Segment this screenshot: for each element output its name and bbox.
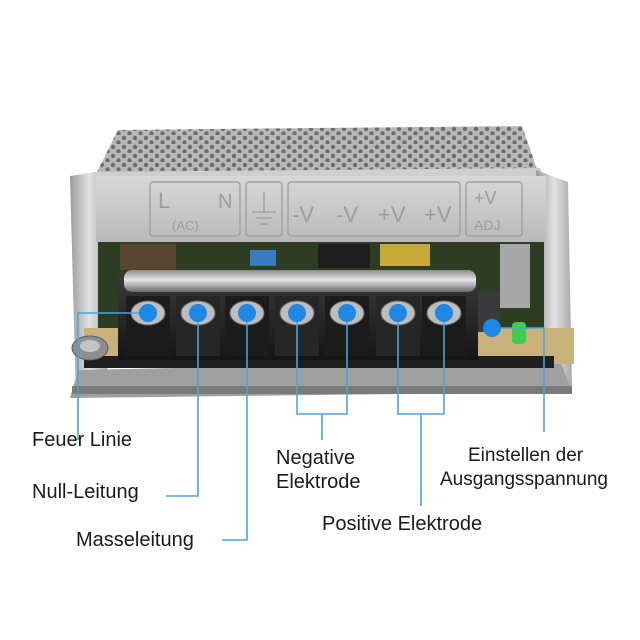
green-led-body bbox=[512, 322, 526, 344]
terminal-block-top-bar bbox=[124, 270, 476, 292]
marking-ac-l: L bbox=[158, 188, 170, 213]
terminal-marker bbox=[338, 304, 356, 322]
terminal-marker bbox=[238, 304, 256, 322]
label-positive-elektrode: Positive Elektrode bbox=[322, 513, 483, 535]
adjust-marker bbox=[483, 319, 501, 337]
ground-screw bbox=[71, 335, 109, 361]
marking-adj-v: +V bbox=[474, 188, 497, 208]
yellow-capacitor bbox=[380, 244, 430, 266]
label-einstellen-1: Einstellen der bbox=[468, 445, 584, 466]
terminal-markers bbox=[139, 304, 501, 337]
terminal-marker bbox=[139, 304, 157, 322]
label-negative-2: Elektrode bbox=[276, 471, 361, 493]
label-negative-1: Negative bbox=[276, 447, 355, 469]
terminal-marker bbox=[288, 304, 306, 322]
label-einstellen-2: Ausgangsspannung bbox=[440, 469, 608, 490]
casing-front-panel bbox=[96, 176, 546, 242]
marking-box-earth bbox=[245, 181, 283, 237]
marking-v-plus-1: +V bbox=[378, 202, 406, 227]
front-markings bbox=[149, 181, 523, 237]
marking-ac-n: N bbox=[218, 191, 232, 213]
marking-v-minus-1: -V bbox=[292, 202, 314, 227]
marking-adj-label: ADJ bbox=[474, 217, 500, 233]
casing-top bbox=[92, 126, 540, 182]
front-marking-text: L (AC) N -V -V +V +V +V ADJ bbox=[158, 188, 500, 233]
callout-null-leitung bbox=[166, 313, 199, 497]
callout-feuer-linie bbox=[77, 312, 148, 440]
label-masseleitung: Masseleitung bbox=[76, 529, 194, 551]
ground-screw-washer bbox=[80, 340, 100, 352]
inductor-component bbox=[120, 244, 176, 270]
capacitor-component bbox=[318, 244, 370, 268]
casing-base-edge bbox=[72, 386, 572, 394]
terminal-marker bbox=[389, 304, 407, 322]
terminal-marker bbox=[435, 304, 453, 322]
marking-v-plus-2: +V bbox=[424, 202, 452, 227]
marking-v-minus-2: -V bbox=[336, 202, 358, 227]
marking-box-adj bbox=[465, 181, 523, 237]
marking-box-ac bbox=[149, 181, 241, 237]
label-feuer-linie: Feuer Linie bbox=[32, 429, 133, 451]
label-null-leitung: Null-Leitung bbox=[32, 481, 139, 503]
terminal-marker bbox=[189, 304, 207, 322]
heatsink-right bbox=[500, 244, 530, 308]
callout-masseleitung bbox=[222, 313, 248, 541]
marking-ac-ac: (AC) bbox=[172, 218, 199, 233]
blue-trimmer bbox=[250, 250, 276, 266]
marking-box-outputs bbox=[287, 181, 461, 237]
callout-lines bbox=[77, 312, 545, 541]
callout-einstellen bbox=[492, 327, 545, 432]
